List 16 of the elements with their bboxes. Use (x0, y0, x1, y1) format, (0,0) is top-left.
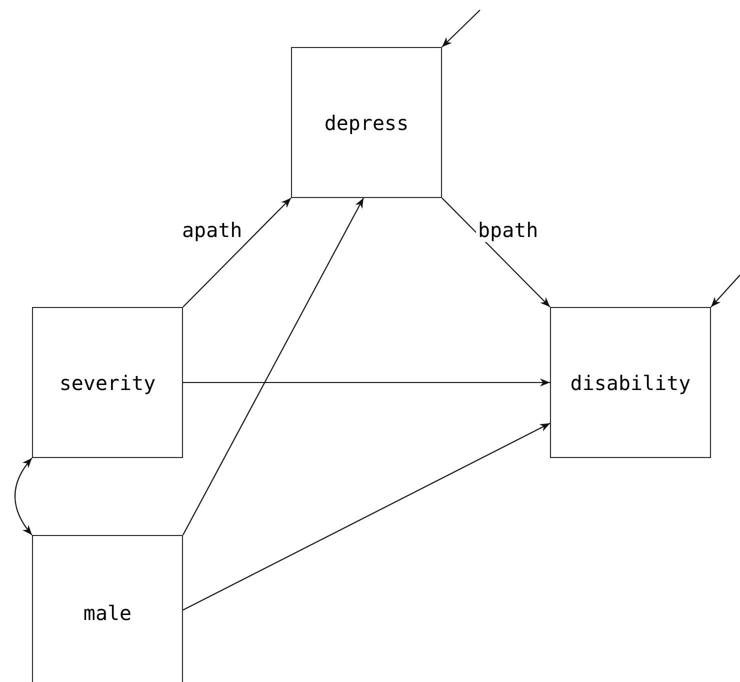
arrow (442, 10, 480, 48)
variable-box (32, 535, 183, 682)
double-headed-arrow (14, 458, 32, 536)
variable-box (291, 47, 442, 198)
arrow (442, 198, 550, 308)
arrow (183, 378, 550, 386)
variable-name: severity (59, 370, 156, 394)
arrow (182, 422, 550, 611)
variable-box (550, 307, 711, 458)
arrow (182, 198, 292, 308)
variable-box (32, 307, 183, 458)
variable-name: disability (570, 370, 691, 394)
variable-name: depress (324, 110, 409, 134)
variable-name: male (83, 600, 132, 624)
arrow (710, 274, 740, 308)
arrow (182, 198, 364, 536)
